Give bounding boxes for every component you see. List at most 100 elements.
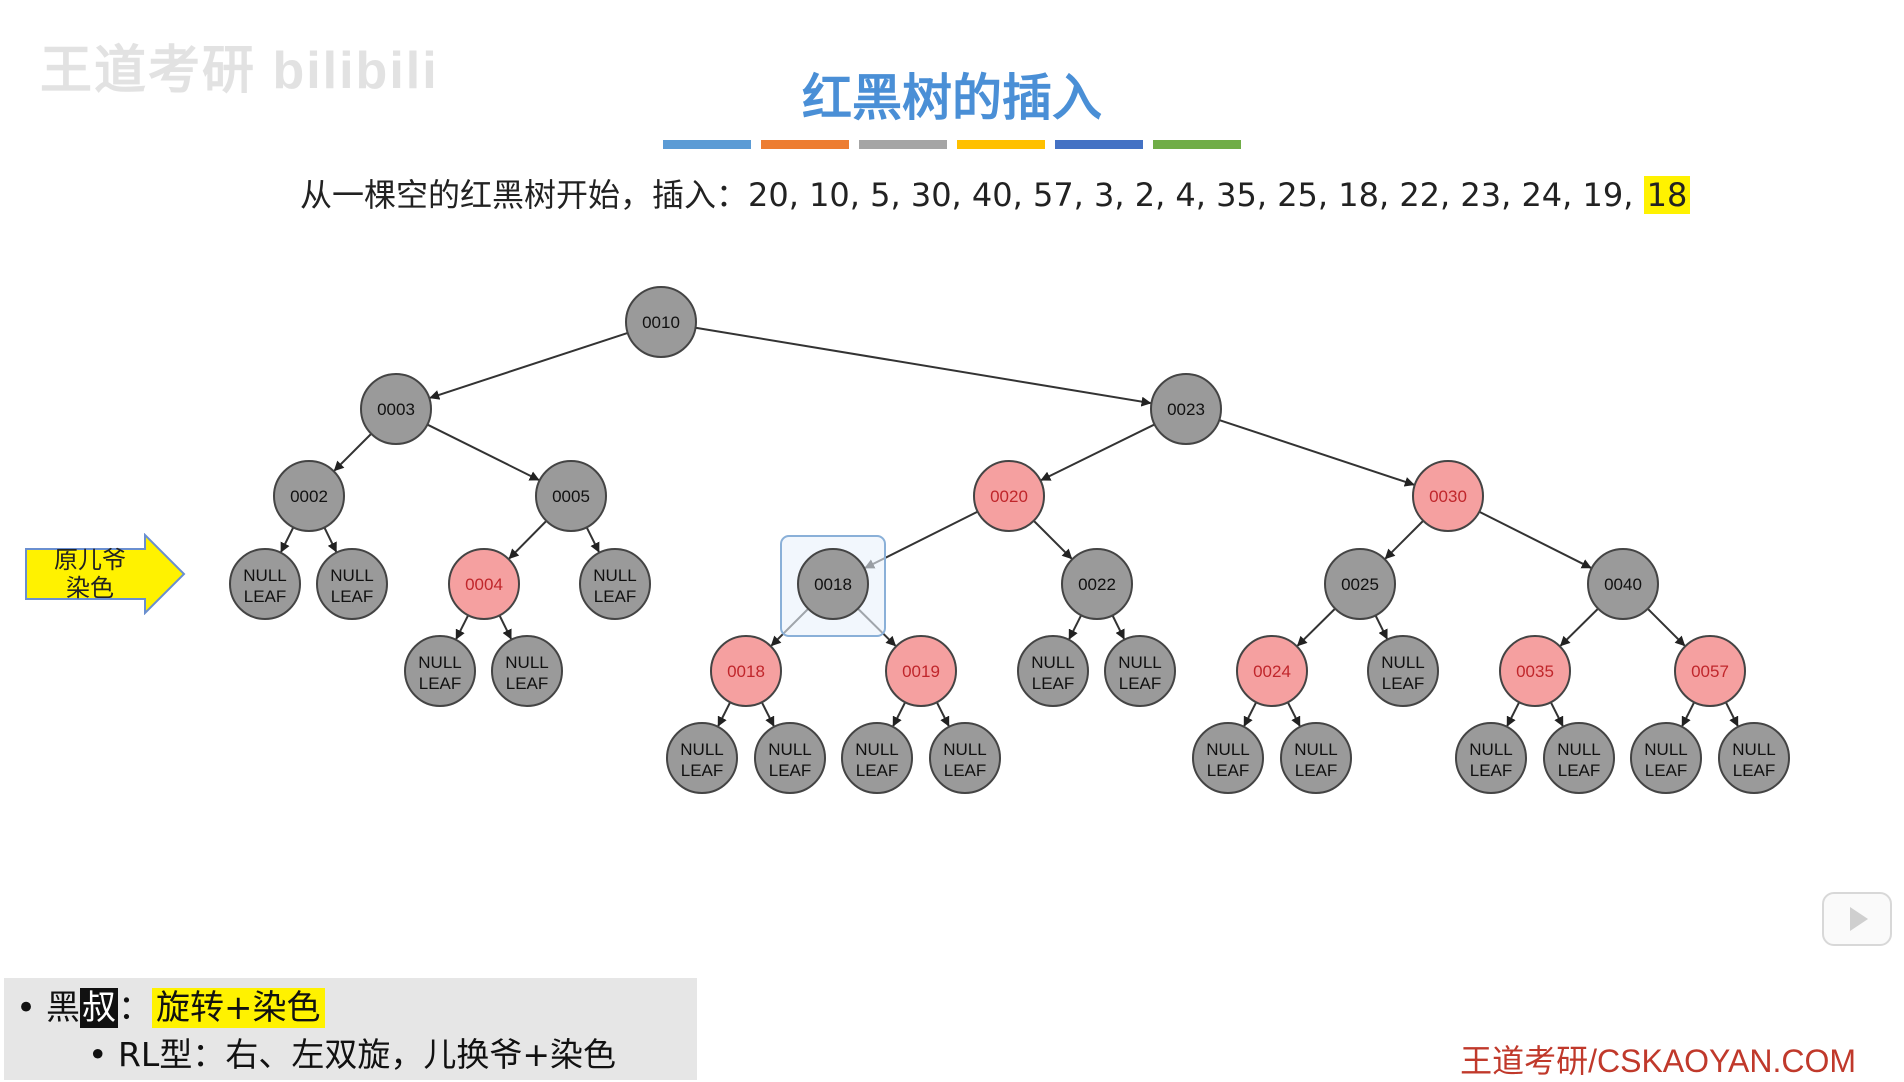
color-bar [957,140,1045,149]
node-circle [1674,635,1746,707]
node-circle [710,635,782,707]
node-circle [885,635,957,707]
title-color-bars [663,140,1241,149]
node-label: 0005 [552,487,590,506]
tree-edge [935,701,950,727]
null-leaf-label: NULL [1206,740,1249,759]
tree-edge [498,614,512,640]
node-circle [797,548,869,620]
color-bar [1055,140,1143,149]
null-leaf-label: NULL [330,566,373,585]
node-label: 0004 [465,575,503,594]
tree-edge [892,701,907,727]
node-circle [1499,635,1571,707]
note-line-1: •黑叔：旋转+染色 [16,980,325,1029]
tree-edge [717,701,732,727]
tree-edge [1218,419,1415,487]
null-leaf-label: NULL [243,566,286,585]
null-leaf-label: LEAF [419,674,462,693]
sequence-text: 从一棵空的红黑树开始，插入：20, 10, 5, 30, 40, 57, 3, … [300,176,1644,214]
node-label: 0019 [902,662,940,681]
tree-node-0040-black: 0040 [1587,548,1659,620]
node-label: 0022 [1078,575,1116,594]
tree-node-0023-black: 0023 [1150,373,1222,445]
tree-edge [1506,701,1521,727]
node-label: 0040 [1604,575,1642,594]
note-black: 黑 [46,988,80,1028]
note-colon: ： [118,988,152,1028]
node-circle [666,722,738,794]
null-leaf-label: LEAF [1733,761,1776,780]
null-leaf-label: LEAF [1645,761,1688,780]
null-leaf-label: NULL [593,566,636,585]
null-leaf-label: NULL [1381,653,1424,672]
null-leaf-node: NULL LEAF [1280,722,1352,794]
play-icon[interactable] [1822,892,1892,946]
tree-node-0004-red: 0004 [448,548,520,620]
node-circle [1280,722,1352,794]
tree-edge [1243,701,1258,727]
null-leaf-label: NULL [1118,653,1161,672]
null-leaf-label: NULL [768,740,811,759]
null-leaf-label: LEAF [244,587,287,606]
null-leaf-node: NULL LEAF [1017,635,1089,707]
null-leaf-label: NULL [418,653,461,672]
tree-node-0010-black: 0010 [625,286,697,358]
node-circle [1236,635,1308,707]
tree-edge [1068,614,1083,640]
bullet-2: • [88,1035,108,1074]
tree-edge [323,527,338,553]
node-circle [316,548,388,620]
tree-edge [280,526,295,553]
null-leaf-label: NULL [680,740,723,759]
node-circle [1192,722,1264,794]
node-label: 0020 [990,487,1028,506]
tree-edge [455,614,470,640]
node-circle [1630,722,1702,794]
node-circle [1324,548,1396,620]
tree-edge [585,526,600,553]
node-circle [404,635,476,707]
tree-node-0003-black: 0003 [360,373,432,445]
null-leaf-label: NULL [1294,740,1337,759]
bullet-1: • [16,988,37,1028]
notes-panel [4,978,697,1080]
node-label: 0002 [290,487,328,506]
tree-edge [333,433,372,472]
node-circle [1587,548,1659,620]
tree-edge [760,701,775,727]
null-leaf-label: LEAF [1207,761,1250,780]
null-leaf-label: LEAF [1295,761,1338,780]
note-rotate-recolor: 旋转+染色 [152,988,325,1028]
callout-text: 原儿爷染色 [30,546,150,602]
tree-node-0030-red: 0030 [1412,460,1484,532]
null-leaf-label: LEAF [1032,674,1075,693]
tree-edge [1681,701,1696,727]
node-circle [448,548,520,620]
null-leaf-label: LEAF [506,674,549,693]
tree-node-0005-black: 0005 [535,460,607,532]
tree-edge [1478,510,1592,569]
tree-node-0020-red: 0020 [973,460,1045,532]
tree-node-0035-red: 0035 [1499,635,1571,707]
footer-brand: 王道考研/CSKAOYAN.COM [1460,1043,1856,1079]
null-leaf-label: NULL [1469,740,1512,759]
node-circle [1150,373,1222,445]
null-leaf-label: LEAF [1382,674,1425,693]
node-circle [841,722,913,794]
node-label: 0003 [377,400,415,419]
null-leaf-label: NULL [1031,653,1074,672]
tree-node-0022-black: 0022 [1061,548,1133,620]
tree-node-0002-black: 0002 [273,460,345,532]
tree-node-0025-black: 0025 [1324,548,1396,620]
node-label: 0018 [727,662,765,681]
tree-edge [1384,520,1424,560]
tree-node-0018-red: 0018 [710,635,782,707]
